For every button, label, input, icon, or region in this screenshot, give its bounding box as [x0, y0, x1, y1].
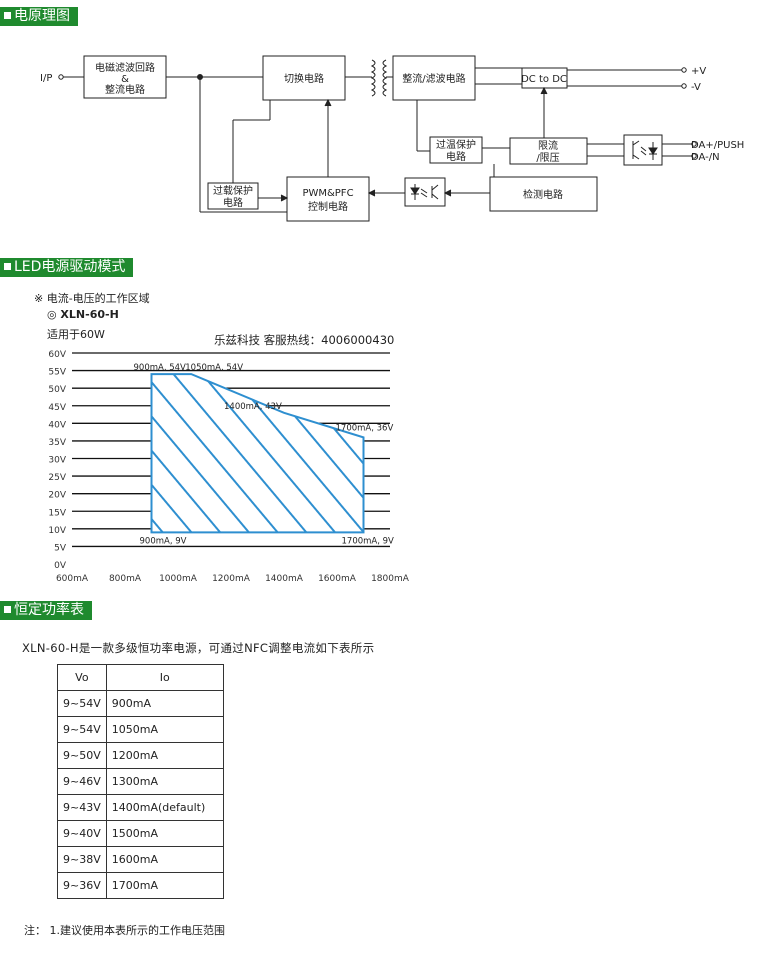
da-neg-label: DA-/N [691, 152, 720, 163]
y-tick-label: 5V [54, 543, 67, 553]
detect-block [489, 176, 598, 212]
operating-area-note: ※ 电流-电压的工作区域 [34, 292, 150, 305]
x-tick-label: 800mA [109, 574, 142, 584]
table-cell-vo: 9~54V [57, 716, 107, 743]
emi-label-3: 整流电路 [105, 83, 145, 96]
da-pos-label: DA+/PUSH [691, 140, 744, 151]
x-tick-label: 600mA [56, 574, 89, 584]
y-tick-label: 10V [48, 526, 66, 536]
y-tick-label: 30V [48, 456, 66, 466]
table-cell-vo: 9~43V [57, 794, 107, 821]
y-tick-label: 50V [48, 385, 66, 395]
footnote: 注： 1.建议使用本表所示的工作电压范围 [24, 924, 225, 937]
y-tick-label: 20V [48, 491, 66, 501]
pwm-label-1: PWM&PFC [302, 188, 353, 199]
out-neg-label: -V [691, 82, 701, 93]
y-tick-label: 55V [48, 368, 66, 378]
otp-label-1: 过温保护 [436, 138, 476, 151]
data-label: 1050mA, 54V [185, 363, 243, 373]
model-label: ◎ XLN-60-H [47, 308, 119, 321]
table-cell-vo: 9~54V [57, 690, 107, 717]
input-label: I/P [40, 73, 52, 84]
table-cell-vo: 9~40V [57, 820, 107, 847]
right-optocoupler-block [623, 134, 663, 166]
contact-label: 乐兹科技 客服热线：4006000430 [214, 333, 395, 347]
y-tick-label: 15V [48, 508, 66, 518]
out-pos-label: +V [691, 66, 706, 77]
x-tick-label: 1600mA [318, 574, 357, 584]
square-icon [4, 12, 11, 19]
rect-filter-label: 整流/滤波电路 [402, 72, 465, 85]
table-cell-io: 1050mA [105, 716, 224, 743]
block-diagram: I/P 电磁滤波回路 & 整流电路 切换电路 整流/滤波电路 DC to DC … [40, 55, 744, 222]
data-label: 1400mA, 43V [224, 402, 282, 412]
data-label: 1700mA, 9V [342, 536, 395, 546]
section-header-block-diagram: 电原理图 [0, 7, 78, 26]
section-header-led-mode: LED电源驱动模式 [0, 258, 134, 277]
table-cell-io: 1400mA(default) [105, 794, 224, 821]
olp-label-1: 过载保护 [213, 184, 253, 197]
data-label: 1700mA, 36V [336, 423, 394, 433]
table-cell-io: 1200mA [105, 742, 224, 769]
switch-label: 切换电路 [284, 72, 324, 85]
x-tick-label: 1800mA [371, 574, 410, 584]
table-cell-vo: 9~36V [57, 872, 107, 899]
table-cell-vo: 9~38V [57, 846, 107, 873]
applies-label: 适用于60W [47, 328, 105, 341]
y-tick-label: 40V [48, 420, 66, 430]
table-cell-io: 1700mA [105, 872, 224, 899]
section-header-const-power: 恒定功率表 [0, 601, 92, 620]
table-cell-io: 1600mA [105, 846, 224, 873]
switch-block [262, 55, 346, 101]
pwm-label-2: 控制电路 [308, 200, 348, 213]
detect-label: 检测电路 [523, 188, 563, 201]
y-tick-label: 25V [48, 473, 66, 483]
y-tick-label: 0V [54, 561, 67, 571]
dcdc-label: DC to DC [521, 74, 567, 85]
data-label: 900mA, 54V [134, 363, 187, 373]
table-header-io: Io [105, 664, 224, 691]
square-icon [4, 263, 11, 270]
table-header-row: Vo Io [57, 664, 224, 691]
emi-label-1: 电磁滤波回路 [95, 61, 155, 74]
power-table-intro: XLN-60-H是一款多级恒功率电源，可通过NFC调整电流如下表所示 [22, 641, 375, 655]
x-tick-label: 1200mA [212, 574, 251, 584]
table-cell-io: 900mA [105, 690, 224, 717]
limit-label-2: /限压 [536, 152, 559, 164]
emi-label-2: & [121, 74, 129, 85]
olp-label-2: 电路 [223, 196, 243, 209]
rectifier-filter-block [392, 55, 476, 101]
y-tick-label: 60V [48, 350, 66, 360]
table-cell-io: 1500mA [105, 820, 224, 847]
table-cell-vo: 9~46V [57, 768, 107, 795]
y-tick-label: 35V [48, 438, 66, 448]
table-header-vo: Vo [57, 664, 107, 691]
x-tick-label: 1400mA [265, 574, 304, 584]
left-optocoupler-block [404, 177, 446, 207]
otp-block [429, 136, 483, 164]
limit-label-1: 限流 [538, 139, 558, 152]
operating-area-chart: 0V 5V 10V 15V 20V 25V 30V 35V 40V 45V 50V 55V 60V 600… [48, 350, 410, 584]
y-tick-label: 45V [48, 403, 66, 413]
otp-label-2: 电路 [446, 150, 466, 163]
operating-region [150, 373, 365, 534]
limiter-block [509, 137, 588, 165]
x-tick-label: 1000mA [159, 574, 198, 584]
table-cell-vo: 9~50V [57, 742, 107, 769]
table-cell-io: 1300mA [105, 768, 224, 795]
square-icon [4, 606, 11, 613]
data-label: 900mA, 9V [140, 536, 187, 546]
pwm-block [286, 176, 370, 222]
